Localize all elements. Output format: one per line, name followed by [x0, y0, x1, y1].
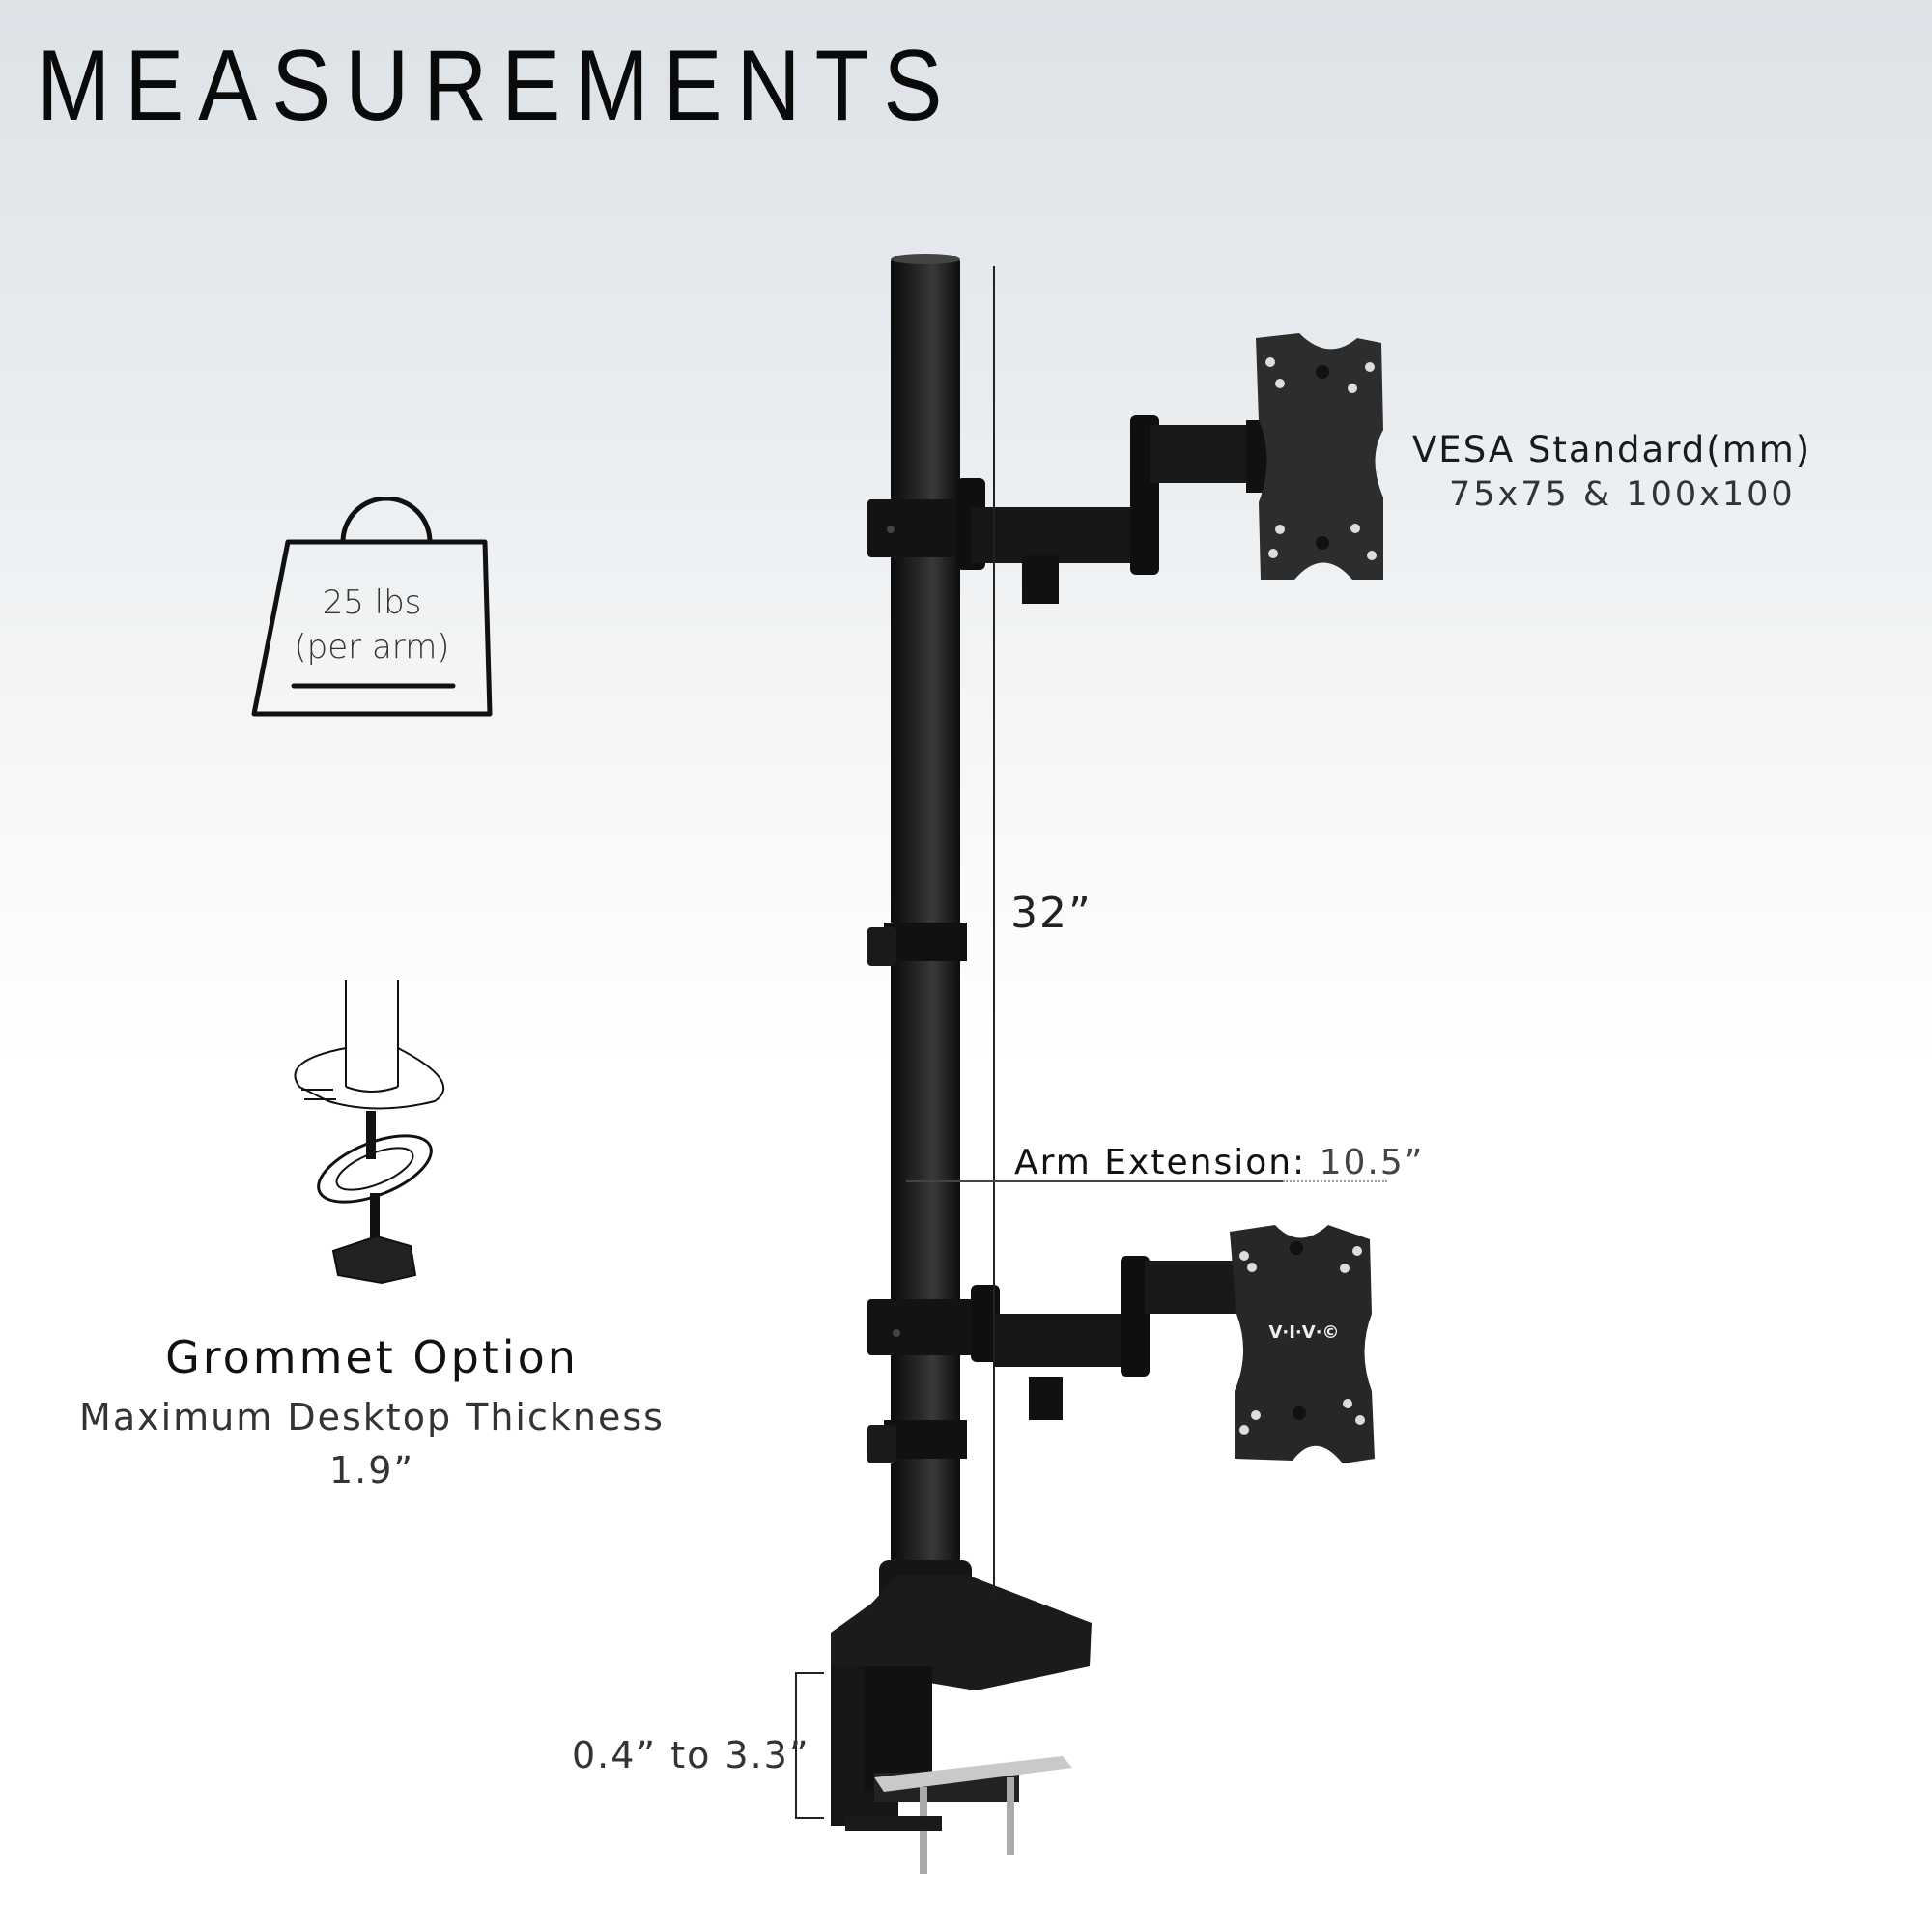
weight-note: (per arm): [294, 628, 450, 667]
clamp-range: 0.4” to 3.3”: [572, 1734, 810, 1776]
arm-extension-value: 10.5”: [1319, 1143, 1425, 1182]
vivo-logo: V·I·V·©: [1268, 1322, 1339, 1343]
clamp-bracket-bottom: [795, 1817, 824, 1819]
weight-value: 25 lbs: [322, 583, 422, 622]
height-value: 32”: [1010, 889, 1093, 938]
height-dimension-line: [993, 266, 995, 1594]
clamp-bracket-top: [795, 1672, 824, 1674]
clamp-range-bracket: [795, 1672, 797, 1819]
grommet-value: 1.9”: [328, 1449, 415, 1492]
arm-extension-line: [906, 1180, 1283, 1182]
arm-extension-label: Arm Extension:: [1014, 1143, 1307, 1182]
weight-icon: [251, 496, 493, 717]
arm-extension-dotted-line: [1283, 1180, 1387, 1182]
arm-extension: Arm Extension: 10.5”: [1014, 1143, 1424, 1182]
grommet-title: Grommet Option: [165, 1331, 579, 1383]
weight-capacity: 25 lbs (per arm): [246, 496, 497, 720]
grommet-subtitle: Maximum Desktop Thickness: [79, 1396, 665, 1438]
grommet-diagram-icon: [294, 980, 445, 1285]
vesa-label: VESA Standard(mm): [1412, 429, 1812, 470]
page-title: MEASUREMENTS: [37, 30, 957, 142]
vesa-sizes: 75x75 & 100x100: [1449, 475, 1796, 514]
